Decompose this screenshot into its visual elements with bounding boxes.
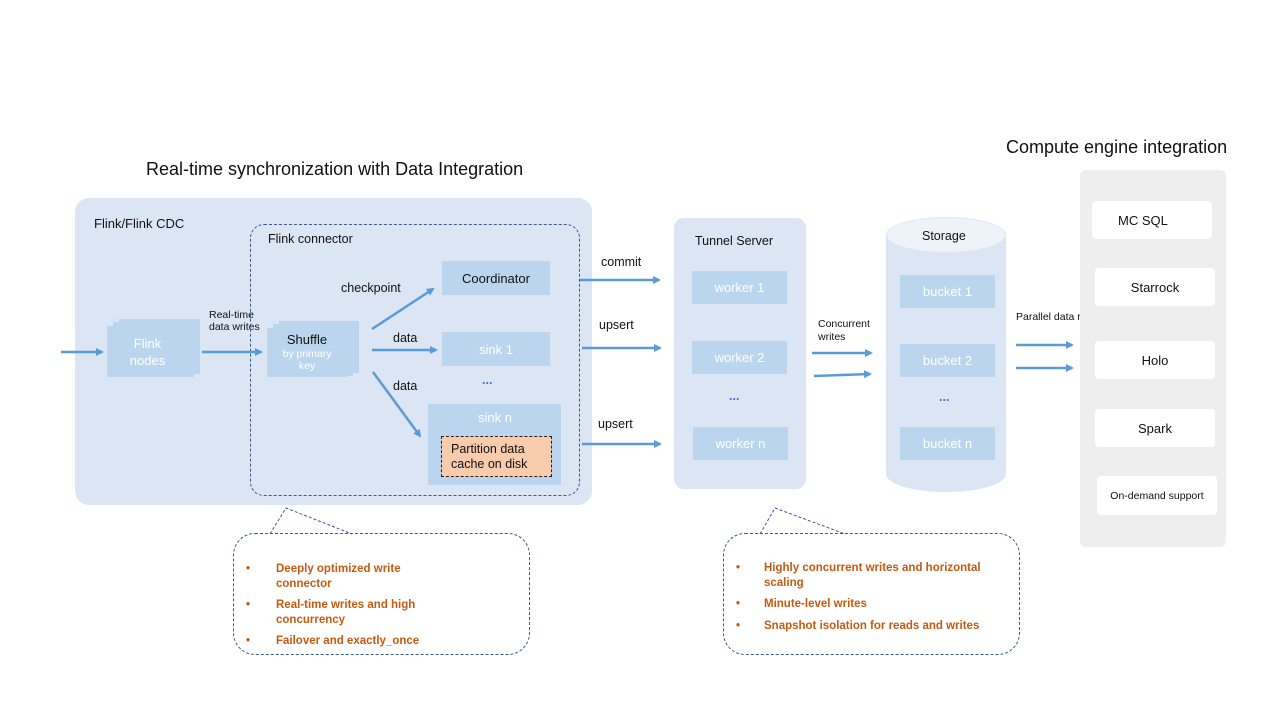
connector-features-list: • Deeply optimized write connector • Real-t… (234, 562, 529, 649)
tunnel-callout-pointer (759, 507, 846, 535)
connector-callout-pointer (269, 507, 353, 535)
flink-nodes-line2: nodes (129, 352, 166, 368)
bullet-icon: • (736, 562, 741, 574)
shuffle-label: Shuffle (286, 331, 328, 347)
worker-2-box: worker 2 (692, 341, 787, 374)
storage-label: Storage (922, 229, 966, 243)
engine-holo: Holo (1095, 341, 1215, 379)
connector-feature-item: • Deeply optimized write connector (234, 562, 529, 591)
shuffle-sub-1: by primary (282, 347, 332, 360)
connector-feature-line: connector (276, 577, 332, 590)
commit-label: commit (601, 255, 642, 269)
flink-nodes-line1: Flink (133, 335, 162, 351)
flink-cdc-label: Flink/Flink CDC (94, 216, 185, 231)
tunnel-server-label: Tunnel Server (695, 234, 774, 248)
shuffle-box: Shuffle by primary key (267, 328, 347, 377)
bucket-ellipsis: ... (939, 390, 950, 404)
partition-cache-line2: cache on disk (451, 457, 528, 471)
engine-starrock: Starrock (1095, 268, 1215, 306)
upsert-label-1: upsert (599, 318, 634, 332)
tunnel-feature-line: scaling (764, 576, 804, 589)
worker-n-box: worker n (693, 427, 788, 460)
sink-n-label: sink n (478, 410, 512, 425)
partition-cache-line1: Partition data (451, 442, 525, 456)
connector-feature-item: • Real-time writes and high concurrency (234, 598, 529, 627)
data-label-1: data (393, 331, 418, 345)
storage-cylinder-top (886, 217, 1006, 253)
tunnel-feature-item: • Highly concurrent writes and horizontal… (724, 561, 1019, 590)
tunnel-features-list: • Highly concurrent writes and horizontal… (724, 561, 1019, 633)
checkpoint-label: checkpoint (341, 281, 401, 295)
bucket-n-box: bucket n (900, 427, 995, 460)
bucket-1-box: bucket 1 (900, 275, 995, 308)
connector-feature-line: Failover and exactly_once (276, 635, 420, 647)
connector-feature-line: concurrency (276, 613, 346, 626)
tunnel-feature-line: Minute-level writes (764, 598, 867, 610)
sink-ellipsis: ... (482, 373, 493, 387)
realtime-writes-line2: data writes (209, 321, 260, 333)
concurrent-writes-line1: Concurrent (818, 318, 870, 330)
concurrent-arrow-2 (813, 370, 872, 379)
section-title-compute: Compute engine integration (1006, 137, 1228, 157)
worker-1-box: worker 1 (692, 271, 787, 304)
concurrent-writes-label: Concurrent writes (818, 318, 870, 344)
engine-mc-sql: MC SQL (1092, 201, 1212, 239)
data-label-2: data (393, 379, 418, 393)
tunnel-feature-line: Snapshot isolation for reads and writes (764, 619, 980, 632)
bullet-icon: • (246, 635, 251, 647)
bullet-icon: • (246, 599, 251, 611)
tunnel-feature-line: Highly concurrent writes and horizontal (764, 562, 981, 574)
tunnel-features-note: • Highly concurrent writes and horizontal… (723, 533, 1020, 655)
flink-connector-label: Flink connector (268, 232, 353, 246)
worker-ellipsis: ... (729, 389, 740, 403)
flink-nodes-box: Flink nodes (107, 326, 188, 377)
section-title-realtime: Real-time synchronization with Data Inte… (146, 159, 524, 179)
realtime-writes-label: Real-time data writes (209, 309, 260, 333)
engine-spark: Spark (1095, 409, 1215, 447)
engine-on-demand: On-demand support (1097, 476, 1217, 515)
bullet-icon: • (736, 619, 741, 632)
upsert-label-2: upsert (598, 417, 633, 431)
partition-cache-box: Partition data cache on disk (441, 436, 552, 477)
connector-feature-line: Real-time writes and high (276, 599, 416, 611)
bullet-icon: • (736, 598, 741, 610)
concurrent-writes-line2: writes (818, 331, 846, 343)
coordinator-box: Coordinator (442, 261, 550, 295)
connector-feature-item: • Failover and exactly_once (234, 634, 529, 649)
data-arrow-2 (371, 371, 422, 438)
tunnel-feature-item: • Snapshot isolation for reads and writes (724, 619, 1019, 634)
connector-feature-line: Deeply optimized write (276, 563, 401, 575)
flink-connector-frame (250, 224, 580, 496)
checkpoint-arrow (371, 287, 435, 331)
bullet-icon: • (246, 563, 251, 575)
bucket-2-box: bucket 2 (900, 344, 995, 377)
sink-1-box: sink 1 (442, 332, 550, 366)
shuffle-sub-2: key (298, 359, 316, 372)
tunnel-feature-item: • Minute-level writes (724, 597, 1019, 612)
connector-features-note: • Deeply optimized write connector • Real-t… (233, 533, 530, 655)
realtime-writes-line1: Real-time (209, 309, 254, 321)
